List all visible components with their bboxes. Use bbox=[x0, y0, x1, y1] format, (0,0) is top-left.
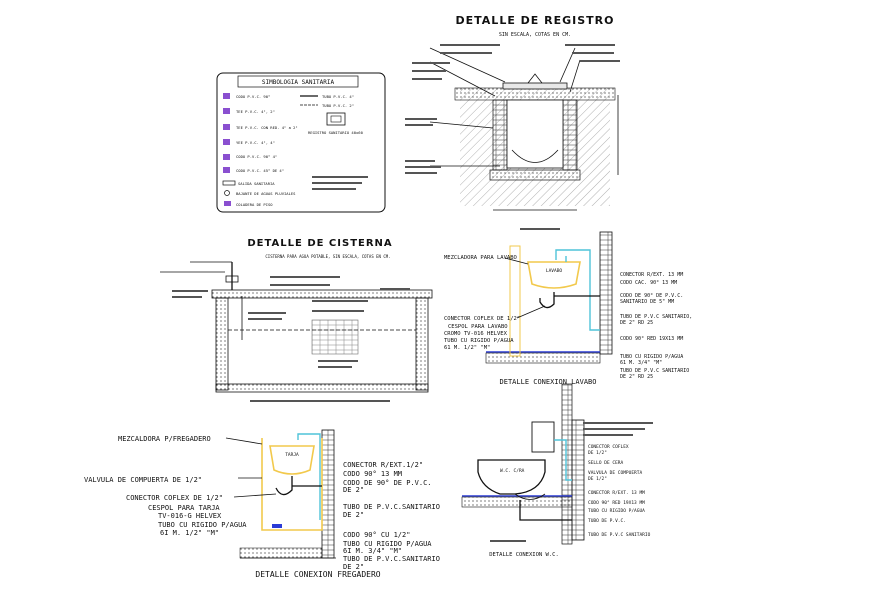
svg-text:CODO DE 90° DE P.V.C.: CODO DE 90° DE P.V.C. bbox=[620, 293, 683, 299]
svg-text:TUBO DE P.V.C SANITARIO: TUBO DE P.V.C SANITARIO bbox=[620, 368, 689, 374]
svg-text:CONECTOR COFLEX DE 1/2": CONECTOR COFLEX DE 1/2" bbox=[444, 316, 520, 322]
svg-text:SELLO DE CERA: SELLO DE CERA bbox=[588, 460, 624, 466]
fregadero-caption: DETALLE CONEXION FREGADERO bbox=[255, 570, 380, 579]
svg-text:TEE P.V.C. 4", 2": TEE P.V.C. 4", 2" bbox=[236, 109, 275, 114]
svg-text:CODO P.V.C. 45° DE 4": CODO P.V.C. 45° DE 4" bbox=[236, 168, 284, 173]
svg-text:CONECTOR R/EXT. 13 MM: CONECTOR R/EXT. 13 MM bbox=[588, 490, 645, 496]
svg-text:VALVULA DE COMPUERTA: VALVULA DE COMPUERTA bbox=[588, 470, 642, 476]
svg-text:TUBO DE P.V.C SANITARIO,: TUBO DE P.V.C SANITARIO, bbox=[620, 314, 692, 320]
legend-icons bbox=[222, 93, 236, 206]
fregadero-right-labels: CONECTOR R/EXT.1/2" CODO 90° 13 MM CODO … bbox=[343, 461, 440, 571]
svg-text:SANITARIO DE 5" MM: SANITARIO DE 5" MM bbox=[620, 299, 674, 305]
svg-text:CESPOL PARA LAVABO: CESPOL PARA LAVABO bbox=[448, 324, 508, 330]
svg-text:COLADERA DE PISO: COLADERA DE PISO bbox=[236, 202, 273, 207]
lavabo-caption: DETALLE CONEXION LAVABO bbox=[500, 378, 597, 386]
registro-leaders bbox=[405, 44, 620, 230]
svg-text:CODO 90° RED 19X13 MM: CODO 90° RED 19X13 MM bbox=[588, 500, 645, 506]
svg-text:TV-016-G HELVEX: TV-016-G HELVEX bbox=[158, 512, 222, 520]
registro-detail: DETALLE DE REGISTRO SIN ESCALA, COTAS EN… bbox=[405, 14, 620, 230]
fregadero-left-labels: MEZCALDORA P/FREGADERO VALVULA DE COMPUE… bbox=[84, 435, 247, 537]
svg-text:TUBO DE P.V.C.SANITARIO: TUBO DE P.V.C.SANITARIO bbox=[343, 555, 440, 563]
svg-text:TUBO CU RIGIDO P/AGUA: TUBO CU RIGIDO P/AGUA bbox=[158, 521, 247, 529]
svg-text:CONECTOR COFLEX DE 1/2": CONECTOR COFLEX DE 1/2" bbox=[126, 494, 223, 502]
svg-text:TUBO CU RIGIDO P/AGUA: TUBO CU RIGIDO P/AGUA bbox=[444, 338, 514, 344]
svg-text:CROMO TV-016 HELVEX: CROMO TV-016 HELVEX bbox=[444, 331, 508, 337]
svg-text:DE 2": DE 2" bbox=[343, 486, 364, 494]
wc-caption: DETALLE CONEXION W.C. bbox=[489, 552, 559, 558]
lavabo-left-labels: MEZCLADORA PARA LAVABO CONECTOR COFLEX D… bbox=[444, 255, 520, 351]
svg-text:TUBO DE P.V.C.SANITARIO: TUBO DE P.V.C.SANITARIO bbox=[343, 503, 440, 511]
wc-detail: W.C. C/RA CONECTOR COFLEX DE 1/2" SELLO … bbox=[461, 419, 653, 558]
cisterna-title: DETALLE DE CISTERNA bbox=[247, 238, 392, 249]
simbologia-legend: SIMBOLOGIA SANITARIA CODO P.V.C. 90° TEE… bbox=[216, 72, 386, 213]
cisterna-detail: DETALLE DE CISTERNA CISTERNA PARA AGUA P… bbox=[160, 238, 433, 402]
svg-text:DE 2": DE 2" bbox=[343, 563, 364, 571]
svg-text:CONECTOR R/EXT.1/2": CONECTOR R/EXT.1/2" bbox=[343, 461, 423, 469]
svg-text:CODO P.V.C. 90°: CODO P.V.C. 90° bbox=[236, 94, 270, 99]
svg-text:61 M. 1/2" "M": 61 M. 1/2" "M" bbox=[444, 345, 490, 351]
svg-text:REGISTRO SANITARIO 40x60: REGISTRO SANITARIO 40x60 bbox=[308, 130, 364, 135]
svg-text:CODO 90° 13 MM: CODO 90° 13 MM bbox=[343, 470, 402, 478]
svg-text:DE 2" RD 25: DE 2" RD 25 bbox=[620, 374, 653, 380]
svg-text:DE 2": DE 2" bbox=[343, 511, 364, 519]
svg-text:CODO 90° CU 1/2": CODO 90° CU 1/2" bbox=[343, 531, 410, 539]
wc-bowl-label: W.C. C/RA bbox=[500, 468, 525, 474]
svg-text:BAJANTE DE AGUAS PLUVIALES: BAJANTE DE AGUAS PLUVIALES bbox=[236, 191, 296, 196]
svg-text:DE 1/2": DE 1/2" bbox=[588, 476, 607, 482]
svg-text:TUBO CU RIGIDO P/AGUA: TUBO CU RIGIDO P/AGUA bbox=[588, 508, 645, 514]
svg-text:TUBO P.V.C. 2": TUBO P.V.C. 2" bbox=[322, 103, 354, 108]
legend-right: TUBO P.V.C. 4" TUBO P.V.C. 2" REGISTRO S… bbox=[300, 94, 368, 190]
svg-text:TARJA: TARJA bbox=[285, 452, 299, 458]
registro-title: DETALLE DE REGISTRO bbox=[456, 14, 615, 27]
svg-text:TUBO P.V.C. 4": TUBO P.V.C. 4" bbox=[322, 94, 354, 99]
svg-text:TEE P.V.C. CON RED. 4" a 2": TEE P.V.C. CON RED. 4" a 2" bbox=[236, 125, 298, 130]
svg-text:CESPOL PARA TARJA: CESPOL PARA TARJA bbox=[148, 504, 220, 512]
registro-subtitle: SIN ESCALA, COTAS EN CM. bbox=[499, 32, 571, 38]
lavabo-detail: LAVABO MEZCLADORA PARA LAVABO CONECTOR C… bbox=[444, 231, 692, 386]
svg-text:VALVULA DE COMPUERTA DE 1/2": VALVULA DE COMPUERTA DE 1/2" bbox=[84, 476, 202, 484]
lavabo-basin-label: LAVABO bbox=[546, 268, 563, 274]
svg-text:CODO CAC. 90° 13 MM: CODO CAC. 90° 13 MM bbox=[620, 280, 677, 286]
svg-text:TUBO CU RIGIDO P/AGUA: TUBO CU RIGIDO P/AGUA bbox=[343, 540, 432, 548]
svg-text:TUBO DE P.V.C.: TUBO DE P.V.C. bbox=[588, 518, 626, 524]
cisterna-subtitle: CISTERNA PARA AGUA POTABLE, SIN ESCALA, … bbox=[265, 254, 390, 259]
svg-text:6I M. 1/2" "M": 6I M. 1/2" "M" bbox=[160, 529, 219, 537]
svg-text:MEZCALDORA P/FREGADERO: MEZCALDORA P/FREGADERO bbox=[118, 435, 211, 443]
simbologia-title: SIMBOLOGIA SANITARIA bbox=[262, 79, 335, 86]
svg-text:6I M. 3/4" "M": 6I M. 3/4" "M" bbox=[343, 547, 402, 555]
svg-text:TUBO CU RIGIDO P/AGUA: TUBO CU RIGIDO P/AGUA bbox=[620, 354, 683, 360]
svg-text:SALIDA SANITARIA: SALIDA SANITARIA bbox=[238, 181, 275, 186]
svg-text:YEE P.V.C. 4", 4": YEE P.V.C. 4", 4" bbox=[236, 140, 275, 145]
svg-text:DE 1/2": DE 1/2" bbox=[588, 450, 607, 456]
svg-text:CONECTOR R/EXT. 13 MM: CONECTOR R/EXT. 13 MM bbox=[620, 272, 683, 278]
fregadero-detail: TARJA MEZCALDORA P/FREGADERO VALVULA DE … bbox=[84, 429, 440, 579]
lavabo-right-labels: CONECTOR R/EXT. 13 MM CODO CAC. 90° 13 M… bbox=[620, 272, 692, 380]
svg-text:CODO 90° RED 19X13 MM: CODO 90° RED 19X13 MM bbox=[620, 336, 683, 342]
svg-text:CODO P.V.C. 90° 4": CODO P.V.C. 90° 4" bbox=[236, 154, 277, 159]
svg-text:TUBO DE P.V.C SANITARIO: TUBO DE P.V.C SANITARIO bbox=[588, 532, 651, 538]
svg-text:61 M. 3/4" "M": 61 M. 3/4" "M" bbox=[620, 360, 662, 366]
svg-text:CODO DE 90° DE P.V.C.: CODO DE 90° DE P.V.C. bbox=[343, 479, 432, 487]
wc-right-labels: CONECTOR COFLEX DE 1/2" SELLO DE CERA VA… bbox=[588, 444, 651, 538]
svg-text:MEZCLADORA PARA LAVABO: MEZCLADORA PARA LAVABO bbox=[444, 255, 517, 261]
svg-text:CONECTOR COFLEX: CONECTOR COFLEX bbox=[588, 444, 629, 450]
legend-items: CODO P.V.C. 90° TEE P.V.C. 4", 2" TEE P.… bbox=[236, 94, 298, 207]
svg-text:DE 2" RD 25: DE 2" RD 25 bbox=[620, 320, 653, 326]
